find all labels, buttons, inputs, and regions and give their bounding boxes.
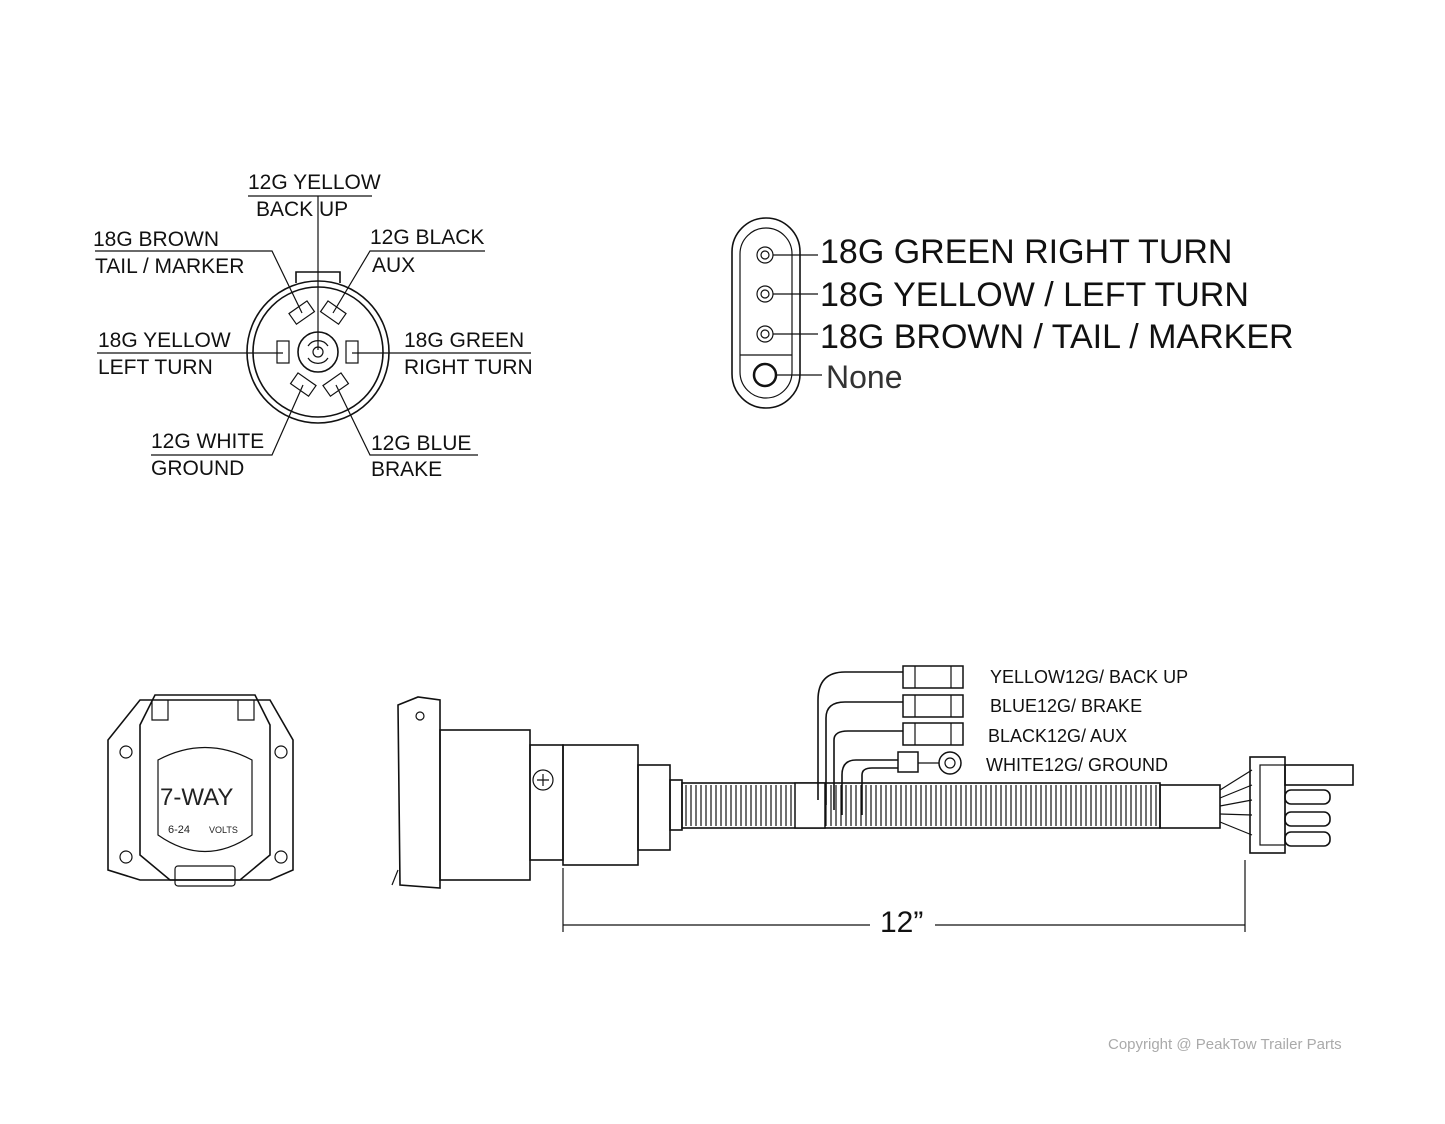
pin-left-function: LEFT TURN [98,356,213,379]
four-way-pin-1: 18G GREEN RIGHT TURN [820,233,1232,271]
leader-lines [95,195,531,456]
pin-top-right-wire: 12G BLACK [370,226,484,249]
seven-way-pinout: 12G YELLOW BACK UP 18G BROWN TAIL / MARK… [93,171,533,481]
wire-label-blue: BLUE12G/ BRAKE [990,696,1142,716]
corrugated-loom [681,782,1161,829]
pin-top-right-function: AUX [372,254,415,277]
four-way-pin-3: 18G BROWN / TAIL / MARKER [820,318,1294,356]
four-way-pin-4: None [826,359,903,395]
dimension-label: 12” [880,906,923,939]
pin-right-wire: 18G GREEN [404,329,524,352]
harness-side-view: YELLOW12G/ BACK UP BLUE12G/ BRAKE BLACK1… [391,665,1354,889]
wire-label-white: WHITE12G/ GROUND [986,755,1168,775]
wire-label-yellow: YELLOW12G/ BACK UP [990,667,1188,687]
socket-type-label: 7-WAY [160,784,233,811]
pin-top-left-wire: 18G BROWN [93,228,219,251]
pin-bottom-right-wire: 12G BLUE [371,432,471,455]
breakout-wires [817,665,964,815]
socket-voltage: 6-24 [168,824,190,836]
wire-label-black: BLACK12G/ AUX [988,726,1127,746]
pin-top-left-function: TAIL / MARKER [95,255,244,278]
pin-top-wire: 12G YELLOW [248,171,381,194]
copyright-text: Copyright @ PeakTow Trailer Parts [1108,1036,1342,1053]
pin-left-wire: 18G YELLOW [98,329,231,352]
pin-bottom-right-function: BRAKE [371,458,442,481]
connector-wires [1219,769,1253,836]
four-way-pin-2: 18G YELLOW / LEFT TURN [820,276,1249,314]
four-way-plug-side [1249,756,1354,854]
pin-top-function: BACK UP [256,198,348,221]
four-way-pinout: 18G GREEN RIGHT TURN 18G YELLOW / LEFT T… [731,217,1294,409]
pin-bottom-left-function: GROUND [151,457,244,480]
pin-bottom-left-wire: 12G WHITE [151,430,264,453]
seven-way-socket-side [391,696,683,889]
seven-way-socket-front-view: 7-WAY 6-24 VOLTS [107,694,294,887]
pin-right-function: RIGHT TURN [404,356,533,379]
length-dimension: 12” [562,860,1246,939]
socket-voltage-unit: VOLTS [209,825,238,835]
